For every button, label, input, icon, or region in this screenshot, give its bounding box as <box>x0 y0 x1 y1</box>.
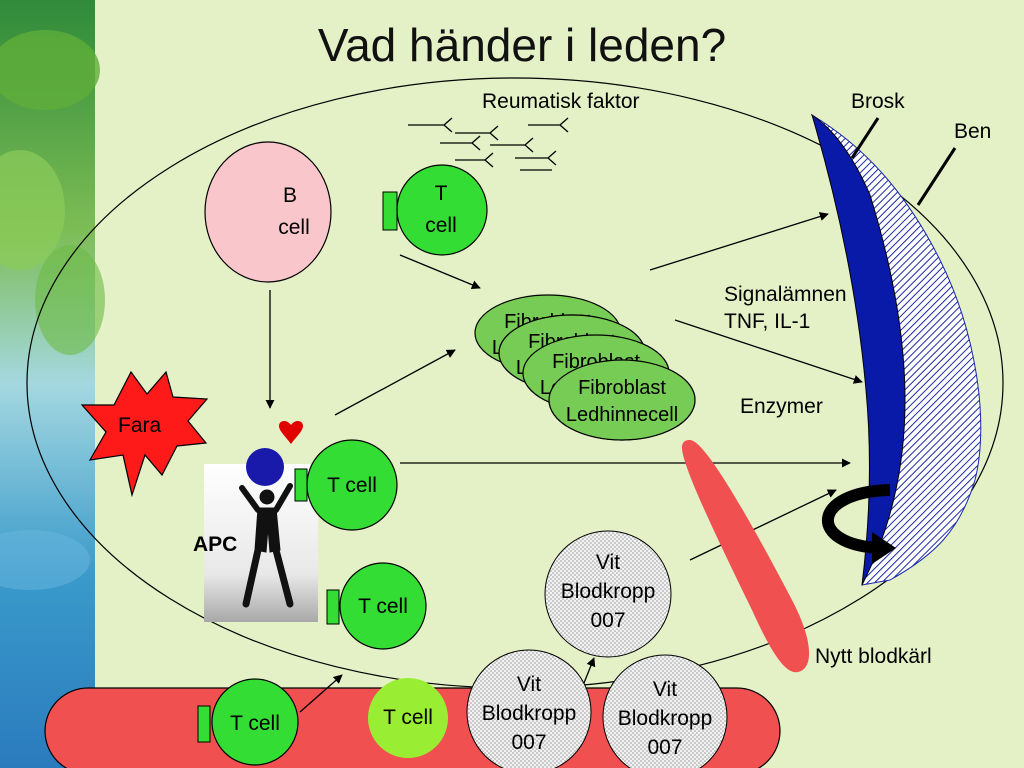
wbc-upper-line1: Vit <box>595 551 621 574</box>
rheumatoid-factor-label: Reumatisk faktor <box>482 90 640 113</box>
enzymes-label: Enzymer <box>740 395 823 418</box>
white-blood-cell-vessel-right <box>602 654 728 768</box>
new-blood-vessel <box>681 440 810 673</box>
b-cell-label-line1: B <box>282 184 297 207</box>
tnf-il1-label: TNF, IL-1 <box>724 310 811 333</box>
wbc-vessel-left-line3: 007 <box>511 731 547 754</box>
t-cell-top <box>396 164 488 256</box>
t-cell-vessel-mid <box>368 678 448 758</box>
heart-icon <box>279 420 303 444</box>
danger-label: Fara <box>118 414 162 437</box>
bone-label: Ben <box>954 120 992 143</box>
fibroblast-front-sublabel: Ledhinnecell <box>566 404 678 426</box>
arrow-to-fibroblast <box>399 254 481 290</box>
danger-star <box>80 370 209 498</box>
wbc-vessel-right-line2: Blodkropp <box>617 707 713 730</box>
lower-t-cell-receptor <box>326 589 340 625</box>
antigen-dot <box>246 448 284 486</box>
erosion-arrow-head <box>872 532 896 564</box>
t-cell-top-label-line1: T <box>434 182 448 205</box>
fibroblast-front-label: Fibroblast <box>578 377 666 399</box>
arrow-enzymes-to-bone <box>674 319 863 384</box>
vessel-t-cell-receptor <box>197 705 211 743</box>
t-cell-apc-label: T cell <box>327 474 377 497</box>
decorative-leaf-water-strip <box>0 0 105 768</box>
wbc-vessel-right-line3: 007 <box>647 736 683 759</box>
arrow-tcell-from-vessel <box>299 674 343 713</box>
arrow-tcell-to-fibroblast <box>334 349 456 416</box>
signal-substances-label: Signalämnen <box>724 283 847 306</box>
slide-title: Vad händer i leden? <box>317 19 727 71</box>
white-blood-cell-vessel-left <box>466 649 592 768</box>
fibroblast-cell-front-overlay <box>548 359 696 441</box>
arrow-wbc-to-bone <box>689 489 837 561</box>
t-cell-vessel-left <box>211 678 299 766</box>
t-cell-vessel-mid-label: T cell <box>383 706 433 729</box>
wbc-vessel-left-label: Vit Blodkropp 007 <box>469 670 589 757</box>
apc-label: APC <box>193 533 238 556</box>
new-vessel-label: Nytt blodkärl <box>815 645 932 668</box>
t-cell-vessel-left-label: T cell <box>230 712 280 735</box>
wbc-upper-label: Vit Blodkropp 007 <box>548 548 668 635</box>
wbc-vessel-left-line2: Blodkropp <box>481 702 577 725</box>
wbc-upper-line3: 007 <box>590 609 626 632</box>
b-cell-label-line2: cell <box>278 216 310 239</box>
erosion-rotation-arrow <box>821 484 891 554</box>
rheumatoid-factor-antibodies <box>408 117 569 171</box>
cartilage-label: Brosk <box>851 90 905 113</box>
white-blood-cell-upper <box>544 530 672 658</box>
wbc-vessel-left-line1: Vit <box>516 673 542 696</box>
t-cell-top-label-line2: cell <box>425 214 457 237</box>
bone-pointer <box>916 147 957 206</box>
bone-cartilage-shape <box>810 113 982 586</box>
t-cell-lower <box>339 562 427 650</box>
wbc-vessel-right-line1: Vit <box>652 678 678 701</box>
b-cell <box>204 141 332 283</box>
t-cell-lower-label: T cell <box>358 595 408 618</box>
person-silhouette <box>239 483 294 608</box>
wbc-vessel-right-label: Vit Blodkropp 007 <box>605 675 725 762</box>
arrow-signals-to-cartilage <box>649 212 829 271</box>
wbc-upper-line2: Blodkropp <box>560 580 656 603</box>
arrows <box>265 212 863 713</box>
cartilage-pointer <box>850 117 880 159</box>
t-cell-apc <box>306 439 398 531</box>
